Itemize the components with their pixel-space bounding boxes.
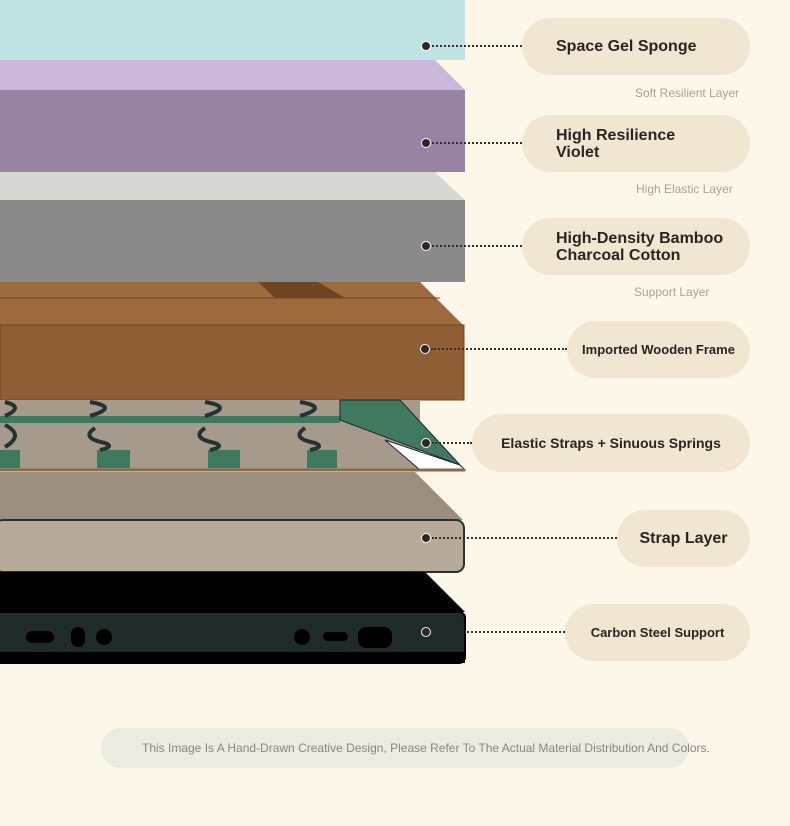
wood-frame (0, 324, 465, 401)
label-high-resilience-violet: High Resilience Violet (522, 115, 750, 172)
sublabel-soft-resilient: Soft Resilient Layer (635, 86, 740, 100)
charcoal-top-face (0, 172, 465, 200)
marker-dot (421, 438, 431, 448)
violet-layer (0, 90, 465, 172)
leader-line (432, 245, 522, 247)
disclaimer-text: This Image Is A Hand-Drawn Creative Desi… (142, 741, 710, 755)
marker-dot (421, 138, 431, 148)
sublabel-support: Support Layer (634, 285, 710, 299)
strap-layer (0, 519, 465, 573)
leader-line (432, 537, 617, 539)
sublabel-high-elastic: High Elastic Layer (636, 182, 733, 196)
disclaimer-banner: This Image Is A Hand-Drawn Creative Desi… (101, 728, 710, 768)
gel-layer (0, 0, 465, 60)
marker-dot (421, 41, 431, 51)
leader-line (431, 348, 567, 350)
wood-top-face (0, 282, 463, 325)
leader-line (467, 631, 565, 633)
label-bamboo-charcoal: High-Density Bamboo Charcoal Cotton (522, 218, 750, 275)
marker-dot (421, 533, 431, 543)
leader-line (432, 45, 522, 47)
label-space-gel-sponge: Space Gel Sponge (522, 18, 750, 75)
label-elastic-straps: Elastic Straps + Sinuous Springs (472, 414, 750, 472)
strap-top (0, 472, 463, 520)
label-strap-layer: Strap Layer (617, 510, 750, 567)
marker-dot (421, 627, 431, 637)
leader-line (432, 442, 472, 444)
violet-top-face (0, 60, 465, 90)
charcoal-layer (0, 200, 465, 282)
leader-line (432, 142, 522, 144)
marker-dot (421, 241, 431, 251)
marker-dot (420, 344, 430, 354)
label-carbon-steel: Carbon Steel Support (565, 604, 750, 661)
steel-top (0, 572, 465, 612)
label-wooden-frame: Imported Wooden Frame (567, 321, 750, 378)
